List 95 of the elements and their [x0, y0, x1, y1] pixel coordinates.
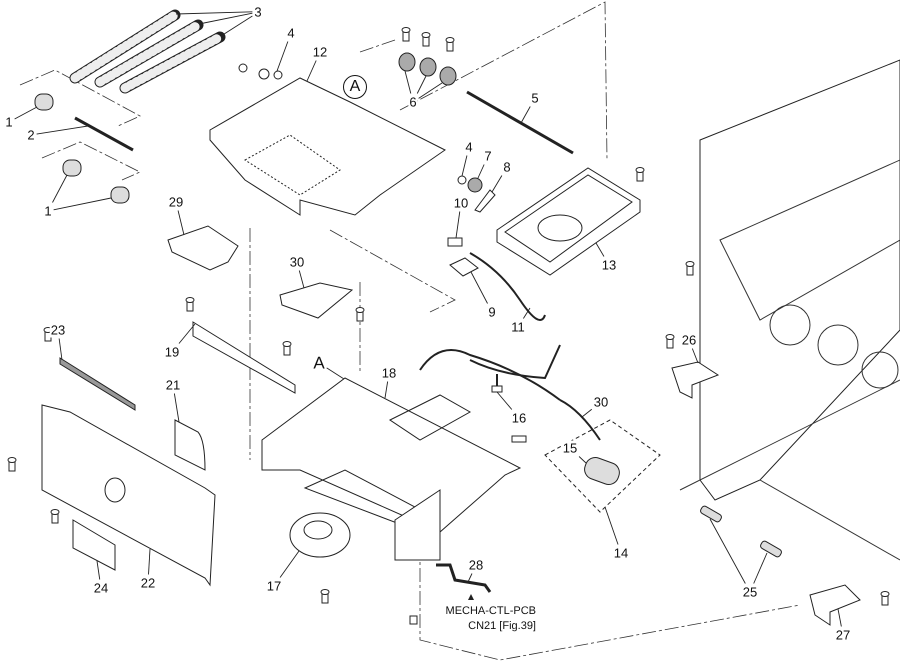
motor-assembly-outline: [544, 419, 661, 513]
leader-line: [148, 548, 150, 575]
connector: [448, 238, 462, 246]
fan: [290, 512, 350, 558]
washer: [458, 176, 466, 184]
callout-number: 25: [742, 584, 758, 600]
callout-number: 8: [502, 160, 512, 174]
leader-line: [582, 408, 592, 418]
callout-number: 21: [164, 378, 182, 392]
roller: [34, 94, 54, 110]
wire-harness: [419, 344, 561, 401]
leader-line: [520, 106, 531, 124]
cable: [469, 252, 546, 321]
callout-number: 1: [4, 114, 14, 130]
callout-number: 3: [253, 4, 263, 20]
leader-line: [306, 60, 317, 82]
callout-number: 26: [680, 332, 698, 348]
callout-number: 18: [380, 366, 398, 380]
leader-line: [418, 82, 442, 99]
leader-line: [753, 552, 768, 584]
leader-line: [52, 174, 68, 203]
gear: [468, 178, 482, 192]
callout-number: 4: [286, 26, 296, 40]
callout-number: 30: [592, 394, 610, 410]
callout-number: 27: [834, 628, 852, 642]
leader-line: [478, 164, 485, 178]
callout-number: 17: [266, 578, 282, 594]
seal-strip: [60, 357, 136, 411]
leader-line: [462, 155, 468, 176]
leader-line: [596, 242, 604, 257]
leader-line: [384, 381, 388, 398]
gear: [398, 52, 416, 72]
bracket: [809, 584, 861, 626]
leader-line: [492, 175, 502, 192]
leader-line: [178, 324, 196, 344]
leader-line: [604, 506, 618, 545]
callout-number: 28: [468, 558, 484, 572]
leader-line: [456, 211, 460, 238]
leader-line: [326, 367, 344, 380]
timing-belt: [70, 10, 180, 84]
gear: [420, 58, 436, 76]
leader-line: [416, 76, 426, 94]
timing-belt: [94, 20, 204, 88]
leader-line: [53, 198, 112, 210]
callout-number: 23: [50, 322, 66, 338]
leader-line: [838, 608, 842, 627]
guide-strip: [192, 321, 296, 394]
bracket: [671, 361, 720, 399]
leader-line: [470, 272, 488, 304]
leader-line: [178, 210, 184, 236]
timing-belt: [120, 32, 226, 94]
circled-reference-letter: A: [343, 75, 367, 99]
callout-number: 1: [43, 204, 53, 218]
leader-line: [276, 41, 288, 72]
roller: [62, 160, 82, 176]
callout-number: 19: [164, 344, 180, 360]
bracket: [167, 225, 239, 271]
leader-line: [692, 348, 698, 364]
leader-line: [174, 393, 180, 422]
leader-line: [298, 270, 304, 288]
bracket: [279, 282, 354, 319]
callout-number: 22: [140, 576, 156, 590]
callout-number: 13: [600, 258, 618, 272]
roller: [110, 186, 130, 204]
callout-number: 30: [288, 254, 306, 270]
leader-line: [58, 338, 62, 360]
callout-number: 16: [510, 410, 528, 426]
leader-line: [496, 392, 512, 410]
leader-line: [14, 106, 38, 120]
leader-line: [522, 308, 530, 319]
cover-flap: [174, 420, 206, 470]
callout-number: 4: [464, 140, 474, 154]
sensor-plate: [449, 257, 479, 277]
callout-number: 29: [168, 194, 184, 210]
callout-number: 10: [452, 196, 470, 210]
leader-line: [280, 550, 300, 578]
gear: [440, 66, 456, 86]
leader-line: [468, 573, 472, 582]
callout-number: 11: [510, 320, 526, 334]
callout-number: 7: [483, 148, 493, 164]
leader-line: [710, 518, 746, 584]
mounting-plate: [210, 77, 446, 216]
leader-line: [176, 11, 253, 14]
callout-number: 24: [92, 580, 110, 596]
cover-sheet: [72, 519, 116, 571]
leader-line: [96, 560, 100, 580]
callout-number: 2: [26, 128, 36, 142]
leader-line: [578, 456, 586, 464]
callout-number: 6: [408, 94, 418, 110]
callout-number: 14: [612, 546, 630, 560]
leader-line: [36, 126, 88, 135]
callout-number: 12: [312, 44, 328, 60]
washer: [274, 70, 282, 80]
shaft: [74, 116, 134, 152]
leader-line: [404, 70, 412, 94]
